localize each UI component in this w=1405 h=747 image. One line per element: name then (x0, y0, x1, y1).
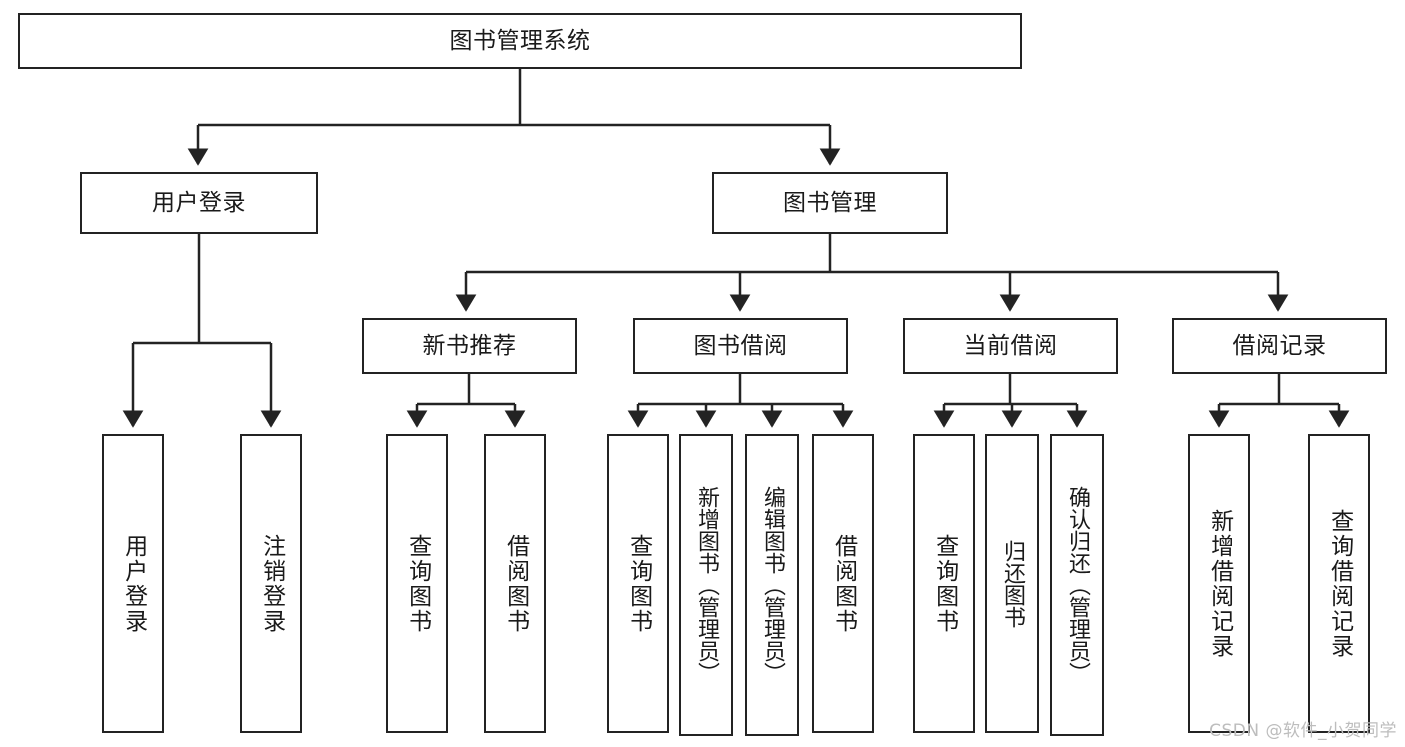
node-book-borrow[interactable]: 图书借阅 (633, 318, 848, 374)
node-leaf-borrow-query-book[interactable]: 查询图书 (607, 434, 669, 733)
node-leaf-recommend-borrow-book[interactable]: 借阅图书 (484, 434, 546, 733)
node-new-book-recommend[interactable]: 新书推荐 (362, 318, 577, 374)
node-current-borrow[interactable]: 当前借阅 (903, 318, 1118, 374)
node-leaf-current-return-book[interactable]: 归还图书 (985, 434, 1039, 733)
node-user-login[interactable]: 用户登录 (80, 172, 318, 234)
watermark: CSDN @软件_小贺同学 (1209, 721, 1397, 741)
node-root[interactable]: 图书管理系统 (18, 13, 1022, 69)
node-leaf-user-login[interactable]: 用户登录 (102, 434, 164, 733)
node-leaf-user-logout[interactable]: 注销登录 (240, 434, 302, 733)
node-leaf-borrow-add-book-admin[interactable]: 新增图书（管理员） (679, 434, 733, 736)
node-leaf-record-add-borrow-record[interactable]: 新增借阅记录 (1188, 434, 1250, 733)
node-borrow-record[interactable]: 借阅记录 (1172, 318, 1387, 374)
node-leaf-recommend-query-book[interactable]: 查询图书 (386, 434, 448, 733)
node-book-manage[interactable]: 图书管理 (712, 172, 948, 234)
node-leaf-current-confirm-return-admin[interactable]: 确认归还（管理员） (1050, 434, 1104, 736)
node-leaf-record-query-borrow-record[interactable]: 查询借阅记录 (1308, 434, 1370, 733)
node-leaf-borrow-borrow-book[interactable]: 借阅图书 (812, 434, 874, 733)
node-leaf-current-query-book[interactable]: 查询图书 (913, 434, 975, 733)
node-leaf-borrow-edit-book-admin[interactable]: 编辑图书（管理员） (745, 434, 799, 736)
